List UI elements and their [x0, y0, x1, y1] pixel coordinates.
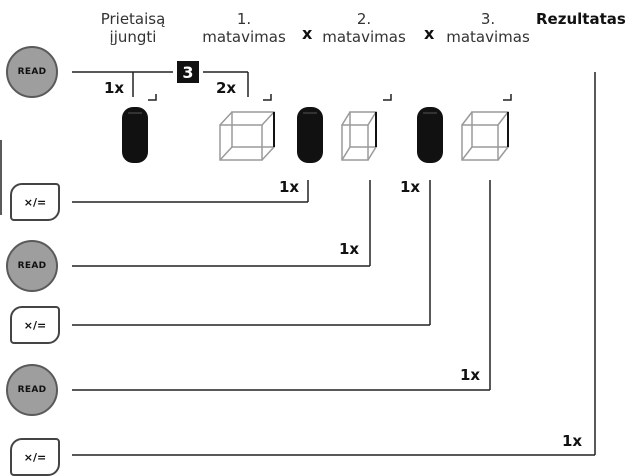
- count-badge-press: 2x: [216, 79, 237, 97]
- read-button-2[interactable]: READ: [6, 240, 58, 292]
- header-measure-2-label: matavimas: [322, 28, 406, 46]
- header-measure-1-label: matavimas: [202, 28, 286, 46]
- step-badge: 3: [177, 61, 199, 83]
- multiply-sign-1: x: [302, 24, 313, 43]
- cuboid-icon-3: [461, 111, 509, 161]
- header-measure-2: 2. matavimas: [318, 10, 410, 46]
- cuboid-icon-1: [219, 111, 275, 161]
- header-measure-3-label: matavimas: [446, 28, 530, 46]
- count-read3: 1x: [460, 366, 481, 384]
- read-button-3[interactable]: READ: [6, 364, 58, 416]
- header-measure-1-num: 1.: [236, 10, 252, 28]
- header-measure-2-num: 2.: [356, 10, 372, 28]
- multiply-button-3[interactable]: ×/=: [10, 438, 60, 476]
- header-power-on: Prietaisą įjungti: [88, 10, 178, 46]
- corner-tick-4: [503, 94, 512, 101]
- device-icons: [122, 107, 443, 163]
- multiply-sign-2: x: [424, 24, 435, 43]
- read-button-1[interactable]: READ: [6, 46, 58, 98]
- device-icon-measure1: [297, 107, 323, 163]
- header-power-on-line2: įjungti: [109, 28, 157, 46]
- device-icon-measure2: [417, 107, 443, 163]
- multiply-button-2[interactable]: ×/=: [10, 306, 60, 344]
- header-measure-3: 3. matavimas: [442, 10, 534, 46]
- multiply-button-1[interactable]: ×/=: [10, 183, 60, 221]
- header-measure-3-num: 3.: [480, 10, 496, 28]
- header-power-on-line1: Prietaisą: [100, 10, 166, 28]
- header-result: Rezultatas: [536, 10, 626, 28]
- count-power-on: 1x: [104, 79, 125, 97]
- count-mul1: 1x: [279, 178, 300, 196]
- corner-tick-2: [263, 94, 272, 101]
- count-mul2: 1x: [400, 178, 421, 196]
- corner-tick-1: [148, 94, 157, 101]
- corner-tick-3: [383, 94, 392, 101]
- count-read2: 1x: [339, 240, 360, 258]
- cuboid-icon-2: [341, 111, 377, 161]
- cuboid-icons: [219, 111, 509, 161]
- count-mul3: 1x: [562, 432, 583, 450]
- device-icon-power: [122, 107, 148, 163]
- header-measure-1: 1. matavimas: [198, 10, 290, 46]
